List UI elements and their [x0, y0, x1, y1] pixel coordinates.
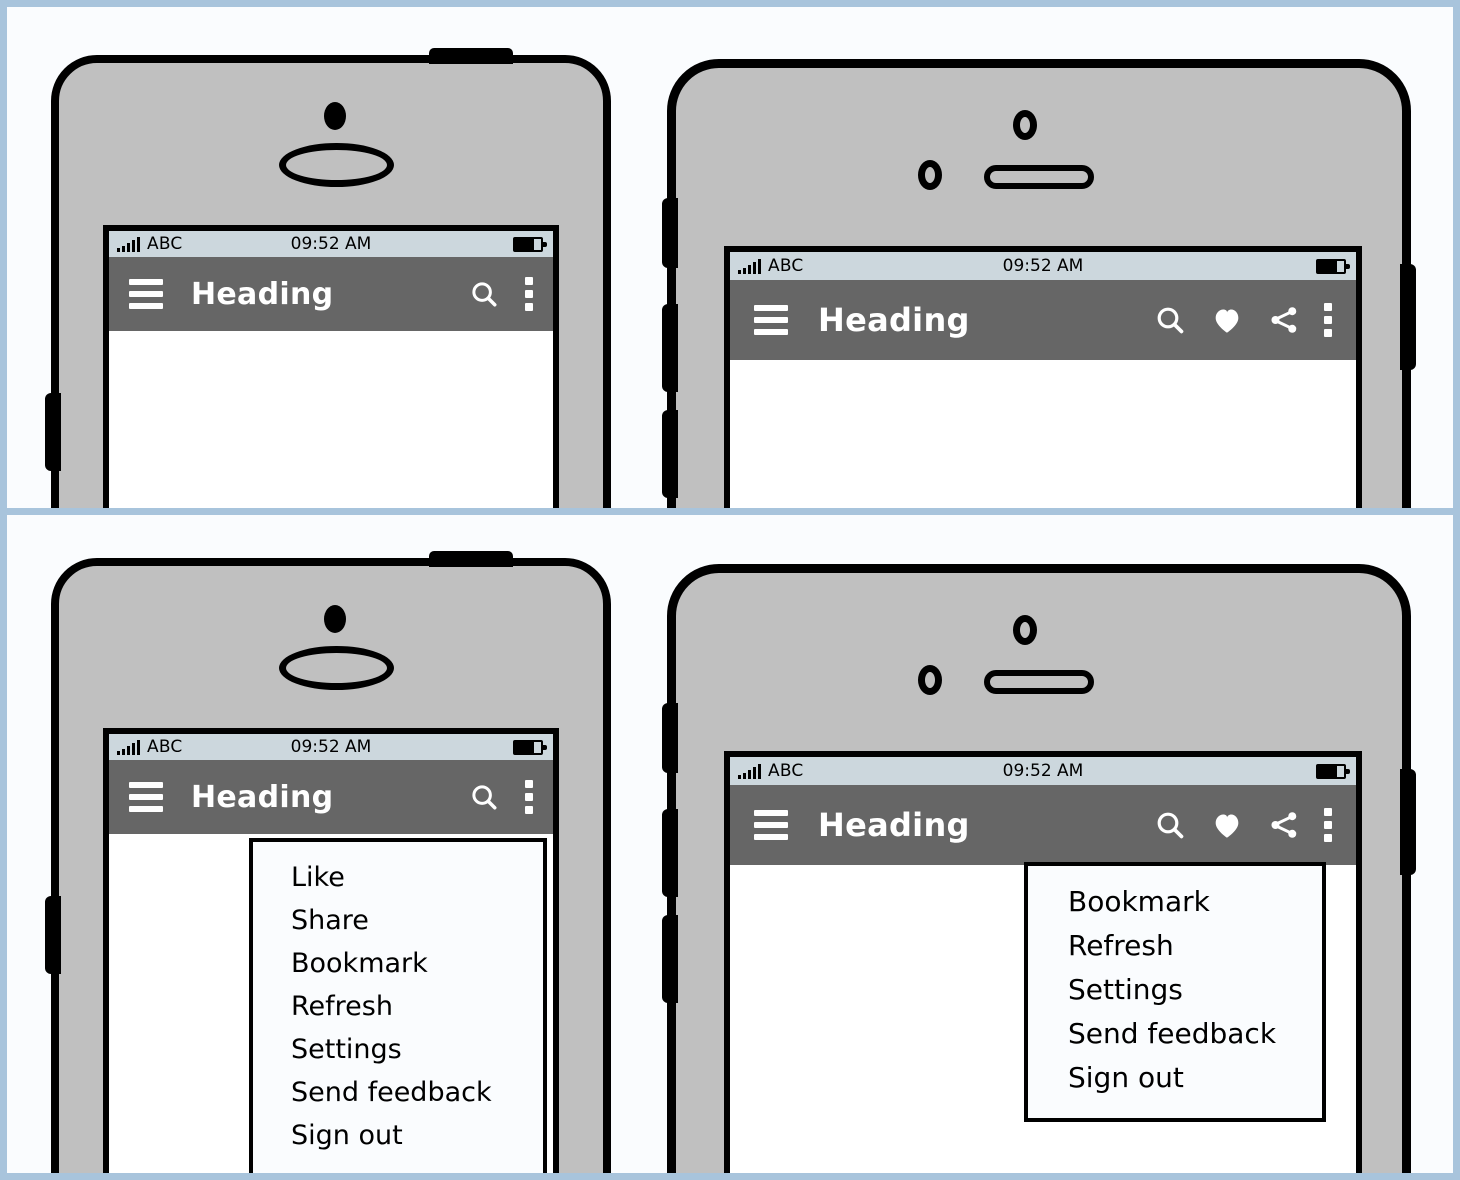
- app-toolbar: Heading: [109, 257, 553, 331]
- content-area: [730, 360, 1356, 508]
- menu-item-sign-out[interactable]: Sign out: [1068, 1061, 1184, 1094]
- search-icon[interactable]: [469, 279, 499, 309]
- overflow-dropdown-menu[interactable]: Like Share Bookmark Refresh Settings Sen…: [249, 838, 547, 1173]
- app-toolbar: Heading: [730, 785, 1356, 865]
- power-button[interactable]: [1400, 264, 1416, 370]
- search-icon[interactable]: [1154, 809, 1186, 841]
- earpiece-speaker-icon: [984, 165, 1094, 189]
- menu-item-send-feedback[interactable]: Send feedback: [1068, 1017, 1277, 1050]
- front-camera-icon: [324, 102, 346, 130]
- clock-label: 09:52 AM: [1002, 760, 1084, 781]
- heart-icon[interactable]: [1210, 808, 1244, 842]
- status-bar: ABC 09:52 AM: [730, 252, 1356, 280]
- menu-item-like[interactable]: Like: [291, 862, 345, 893]
- app-toolbar: Heading: [730, 280, 1356, 360]
- volume-up-button[interactable]: [662, 809, 678, 897]
- hamburger-icon[interactable]: [129, 782, 163, 812]
- menu-item-send-feedback[interactable]: Send feedback: [291, 1077, 492, 1108]
- volume-button[interactable]: [45, 896, 61, 974]
- menu-item-settings[interactable]: Settings: [291, 1034, 402, 1065]
- carrier-label: ABC: [147, 736, 183, 757]
- phone-frame-wide: ABC 09:52 AM Heading: [662, 59, 1416, 508]
- page-title: Heading: [818, 301, 970, 339]
- front-camera-icon: [1013, 615, 1037, 645]
- phone-frame-narrow: ABC 09:52 AM Heading: [45, 551, 611, 1173]
- content-area: [109, 331, 553, 508]
- menu-item-share[interactable]: Share: [291, 905, 369, 936]
- overflow-menu-icon[interactable]: [525, 780, 533, 814]
- mute-switch[interactable]: [662, 703, 678, 773]
- hamburger-icon[interactable]: [754, 305, 788, 335]
- battery-icon: [513, 236, 547, 252]
- panel-bottom-left: ABC 09:52 AM Heading: [7, 515, 647, 1173]
- earpiece-speaker-icon: [279, 143, 394, 187]
- page-title: Heading: [818, 806, 970, 844]
- front-camera-icon: [1013, 110, 1037, 140]
- proximity-sensor-icon: [918, 160, 942, 190]
- signal-bars-icon: [117, 739, 140, 755]
- power-button[interactable]: [429, 551, 513, 567]
- panel-top-right: ABC 09:52 AM Heading: [647, 7, 1453, 508]
- front-camera-icon: [324, 605, 346, 633]
- app-toolbar: Heading: [109, 760, 553, 834]
- battery-icon: [1316, 763, 1350, 779]
- menu-item-bookmark[interactable]: Bookmark: [291, 948, 428, 979]
- status-bar: ABC 09:52 AM: [730, 757, 1356, 785]
- power-button[interactable]: [1400, 769, 1416, 875]
- hamburger-icon[interactable]: [754, 810, 788, 840]
- mute-switch[interactable]: [662, 198, 678, 268]
- overflow-menu-icon[interactable]: [1324, 303, 1332, 337]
- battery-icon: [1316, 258, 1350, 274]
- search-icon[interactable]: [1154, 304, 1186, 336]
- phone-frame-wide: ABC 09:52 AM Heading: [662, 564, 1416, 1173]
- phone-screen: ABC 09:52 AM Heading: [103, 225, 559, 508]
- heart-icon[interactable]: [1210, 303, 1244, 337]
- share-icon[interactable]: [1268, 304, 1300, 336]
- phone-frame-narrow: ABC 09:52 AM Heading: [45, 48, 611, 508]
- hamburger-icon[interactable]: [129, 279, 163, 309]
- toolbar-actions: [469, 780, 533, 814]
- page-title: Heading: [191, 276, 334, 312]
- power-button[interactable]: [429, 48, 513, 64]
- signal-bars-icon: [117, 236, 140, 252]
- proximity-sensor-icon: [918, 665, 942, 695]
- toolbar-actions: [469, 277, 533, 311]
- share-icon[interactable]: [1268, 809, 1300, 841]
- search-icon[interactable]: [469, 782, 499, 812]
- volume-down-button[interactable]: [662, 915, 678, 1003]
- status-bar: ABC 09:52 AM: [109, 231, 553, 257]
- earpiece-speaker-icon: [984, 670, 1094, 694]
- signal-bars-icon: [738, 258, 761, 274]
- carrier-label: ABC: [768, 760, 804, 781]
- overflow-menu-icon[interactable]: [525, 277, 533, 311]
- carrier-label: ABC: [768, 255, 804, 276]
- page-title: Heading: [191, 779, 334, 815]
- menu-item-settings[interactable]: Settings: [1068, 973, 1183, 1006]
- phone-screen: ABC 09:52 AM Heading: [724, 246, 1362, 508]
- panel-top-left: ABC 09:52 AM Heading: [7, 7, 647, 508]
- panel-row-divider: [7, 508, 1453, 515]
- volume-down-button[interactable]: [662, 410, 678, 498]
- menu-item-bookmark[interactable]: Bookmark: [1068, 885, 1210, 918]
- signal-bars-icon: [738, 763, 761, 779]
- overflow-menu-icon[interactable]: [1324, 808, 1332, 842]
- status-bar: ABC 09:52 AM: [109, 734, 553, 760]
- overflow-dropdown-menu[interactable]: Bookmark Refresh Settings Send feedback …: [1024, 862, 1326, 1122]
- battery-icon: [513, 739, 547, 755]
- volume-up-button[interactable]: [662, 304, 678, 392]
- panel-bottom-right: ABC 09:52 AM Heading: [647, 515, 1453, 1173]
- toolbar-actions: [1154, 808, 1332, 842]
- carrier-label: ABC: [147, 233, 183, 254]
- menu-item-refresh[interactable]: Refresh: [1068, 929, 1174, 962]
- volume-button[interactable]: [45, 393, 61, 471]
- toolbar-actions: [1154, 303, 1332, 337]
- clock-label: 09:52 AM: [1002, 255, 1084, 276]
- menu-item-sign-out[interactable]: Sign out: [291, 1120, 403, 1151]
- menu-item-refresh[interactable]: Refresh: [291, 991, 393, 1022]
- earpiece-speaker-icon: [279, 646, 394, 690]
